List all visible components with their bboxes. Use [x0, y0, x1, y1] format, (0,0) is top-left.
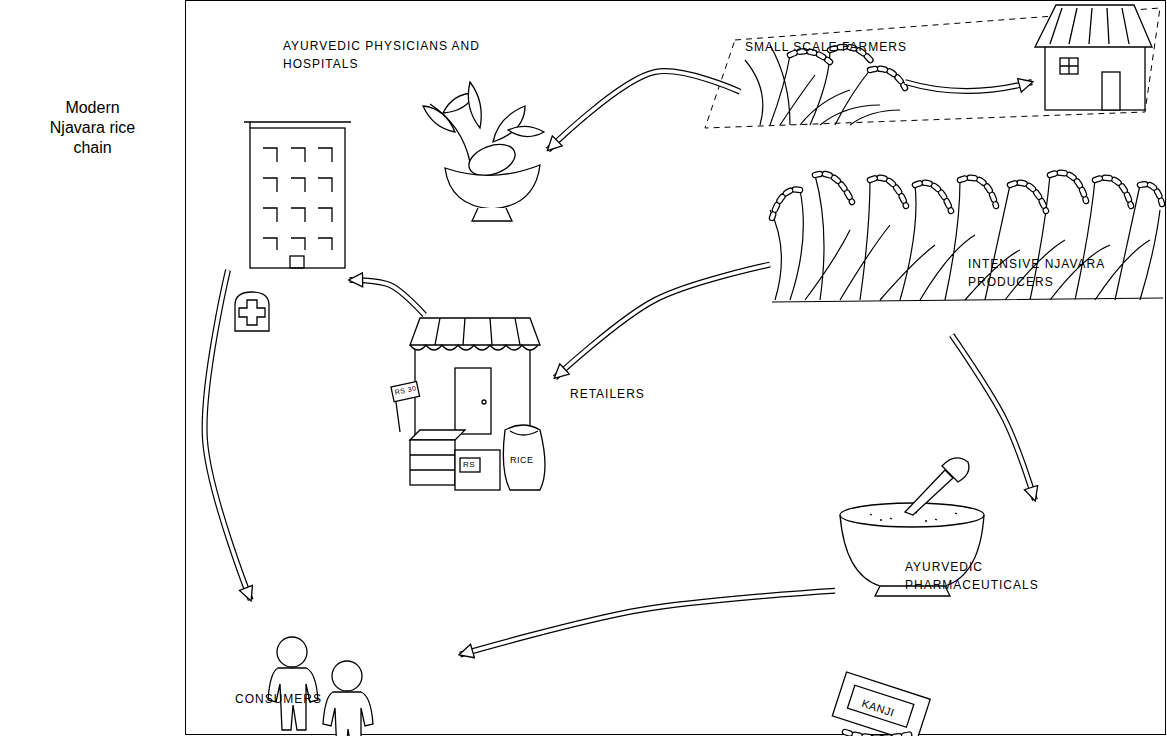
windows — [263, 148, 332, 250]
rice-sack — [503, 425, 545, 490]
harvest-arrow — [905, 82, 1032, 91]
rice-grains — [772, 173, 1162, 218]
sign-board — [235, 292, 269, 331]
flow-arrow — [952, 335, 1035, 500]
actor-node: CONSUMERS — [235, 600, 460, 730]
leaf — [468, 82, 481, 128]
retail-shop — [391, 318, 545, 490]
arrow-shaft — [905, 82, 1032, 91]
mortar-pestle — [840, 458, 984, 596]
spilled-grains — [845, 732, 912, 736]
actor-label: SMALL SCALE FARMERS — [745, 38, 965, 56]
sign-pole — [396, 402, 400, 432]
roof-line — [244, 122, 351, 128]
actor-label: AYURVEDIC PHARMACEUTICALS — [905, 558, 1055, 594]
actor-node: INTENSIVE NJAVARA PRODUCERS — [770, 175, 1165, 335]
bowl-body — [445, 165, 540, 209]
building-body — [250, 128, 345, 268]
head — [332, 661, 362, 691]
illustration-label: RS — [463, 460, 475, 469]
arrow-fill — [548, 71, 740, 150]
pestle-handle — [905, 470, 953, 515]
window — [1060, 58, 1078, 74]
spilled-grains — [845, 732, 912, 736]
actor-label: CONSUMERS — [235, 690, 355, 708]
price-sign — [391, 382, 420, 402]
actor-node: RETAILERS — [390, 315, 555, 505]
pestle-head — [942, 458, 969, 482]
hospital-building — [244, 122, 351, 268]
crate-top — [410, 430, 465, 440]
flow-arrow — [350, 280, 425, 315]
arrow-fill — [460, 591, 835, 655]
door-knob — [482, 400, 486, 404]
body — [323, 692, 373, 736]
arrow-fill — [952, 335, 1035, 500]
awning-scallops — [410, 345, 538, 350]
thatch-lines — [1050, 8, 1129, 44]
figure-frame — [186, 1, 1166, 735]
leaf — [493, 106, 525, 142]
rice-grains — [772, 173, 1162, 218]
flow-arrow — [205, 270, 251, 600]
farm-house — [1035, 5, 1152, 110]
door — [1102, 72, 1120, 110]
arrow-outline — [555, 265, 770, 378]
house-wall — [1045, 45, 1145, 110]
rice-blades — [770, 175, 1163, 302]
consumer-figure — [323, 661, 373, 736]
arrow-outline — [205, 270, 251, 600]
arrow-outline — [350, 280, 425, 315]
crate — [410, 440, 455, 485]
illustration-label: RICE — [510, 455, 534, 465]
awning-stripes — [435, 318, 520, 345]
actor-node: SMALL SCALE FARMERS — [740, 18, 1150, 128]
head — [277, 637, 307, 667]
actor-label: AYURVEDIC PHYSICIANS AND HOSPITALS — [283, 37, 483, 73]
thatch-roof — [1035, 5, 1152, 47]
flow-arrow — [555, 265, 770, 378]
figure-title: Modern Njavara rice chain — [40, 98, 145, 158]
intensive-rice — [770, 173, 1163, 302]
packet — [832, 672, 930, 736]
crate-slats — [410, 455, 455, 470]
bowl-foot — [472, 208, 512, 221]
consumer-figures — [268, 637, 373, 736]
window-bars — [1060, 58, 1078, 74]
arrow-fill — [350, 280, 425, 315]
flow-arrow — [460, 591, 835, 655]
small-rice — [745, 45, 905, 125]
actor-label: INTENSIVE NJAVARA PRODUCERS — [968, 255, 1133, 291]
actor-label: RETAILERS — [570, 385, 680, 403]
arrow-outline — [548, 71, 740, 150]
packet-label — [847, 685, 913, 727]
leaf — [508, 126, 544, 136]
arrow-outline — [952, 335, 1035, 500]
herb-bowl — [423, 82, 544, 221]
hospital-sign — [235, 292, 269, 331]
sack-tie — [510, 431, 538, 435]
actor-node: AYURVEDIC PHYSICIANS AND HOSPITALS — [228, 30, 548, 280]
arrow-fill — [205, 270, 251, 600]
arrow-outline — [460, 591, 835, 655]
door — [290, 256, 304, 268]
actor-node: AYURVEDIC PHARMACEUTICALS — [835, 500, 1050, 665]
awning — [410, 318, 540, 345]
arrow-shaft — [905, 82, 1032, 91]
price-card — [460, 458, 480, 472]
flow-arrow — [548, 71, 740, 150]
shop-door — [455, 368, 491, 434]
crate — [455, 450, 500, 490]
cross-symbol — [239, 300, 265, 325]
kanji-packet — [832, 672, 930, 736]
arrow-fill — [555, 265, 770, 378]
